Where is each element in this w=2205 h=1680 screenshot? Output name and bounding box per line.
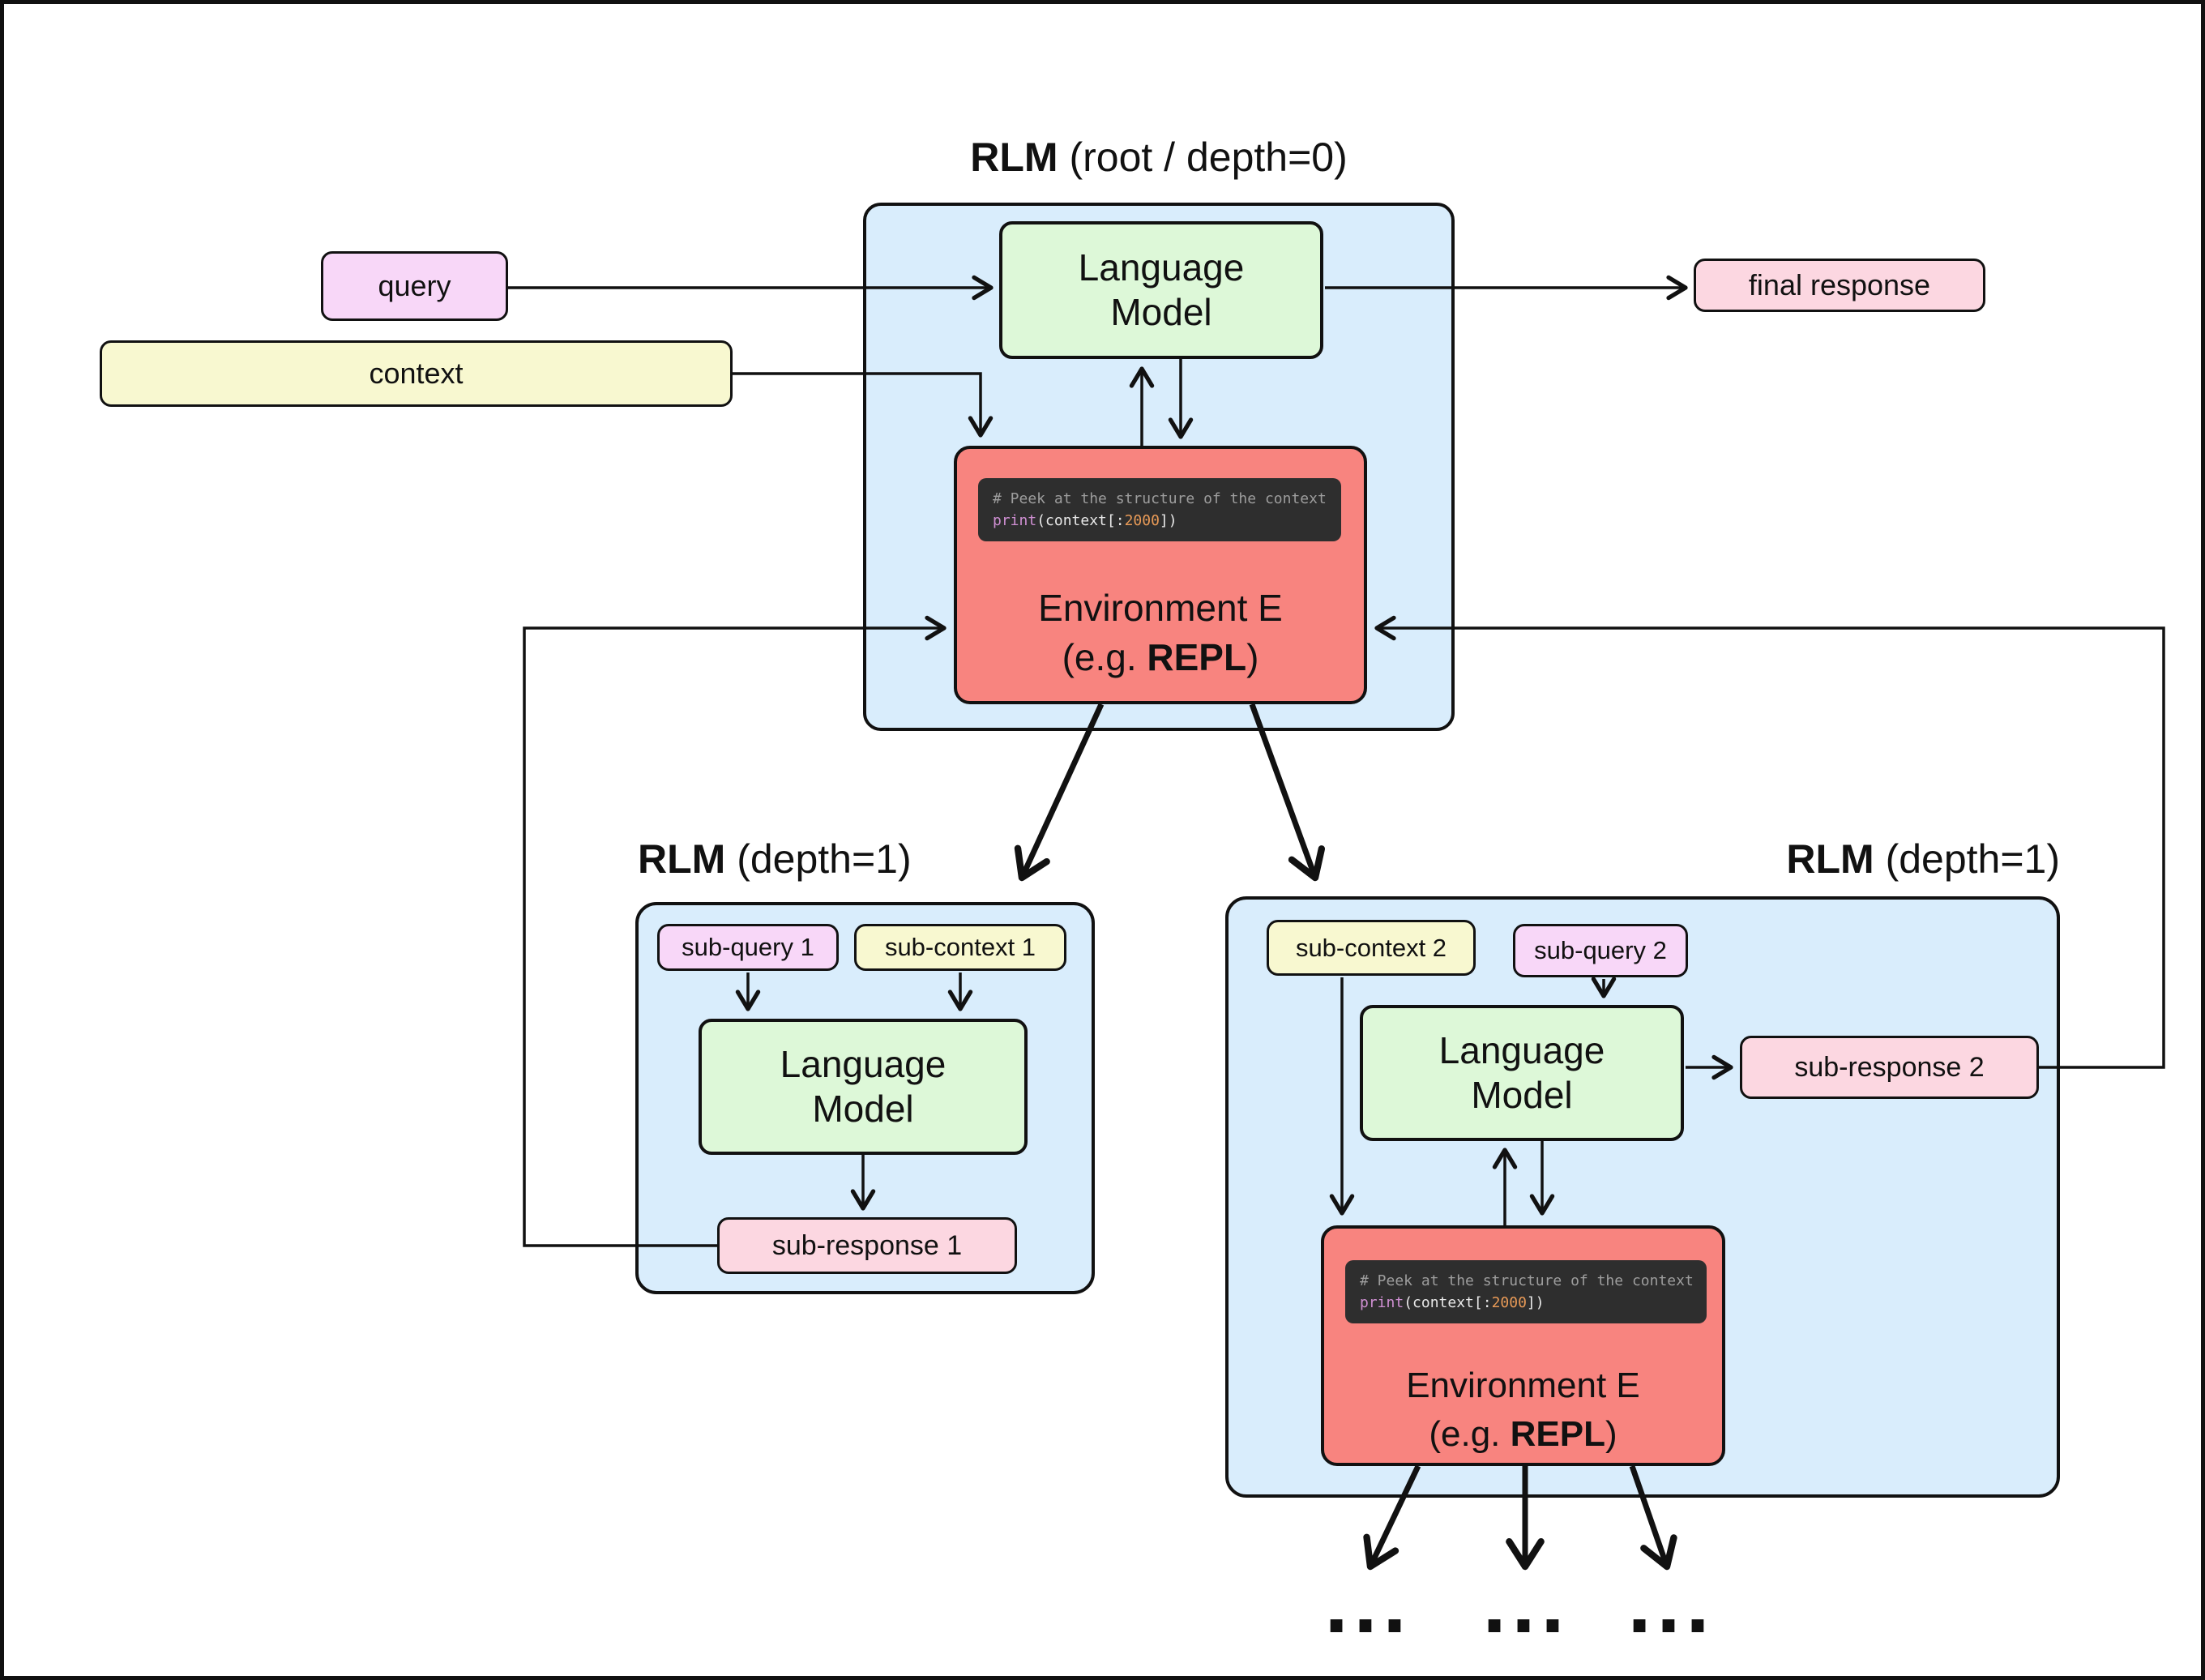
left-rlm-title: RLM (depth=1) <box>638 836 912 882</box>
sub-query-2-box: sub-query 2 <box>1513 924 1688 977</box>
code-snippet: # Peek at the structure of the context p… <box>1345 1260 1707 1323</box>
right-language-model-box: Language Model <box>1360 1005 1684 1141</box>
right-rlm-title: RLM (depth=1) <box>1786 836 2060 882</box>
recursion-ellipsis-2: ... <box>1481 1569 1569 1648</box>
recursion-ellipsis-3: ... <box>1626 1569 1714 1648</box>
context-box: context <box>100 340 733 407</box>
sub-response-2-box: sub-response 2 <box>1740 1036 2039 1099</box>
language-model-label: Language Model <box>1438 1028 1605 1116</box>
root-language-model-box: Language Model <box>999 221 1323 359</box>
root-environment-box: # Peek at the structure of the context p… <box>954 446 1367 704</box>
code-snippet: # Peek at the structure of the context p… <box>978 478 1341 541</box>
sub-context-2-box: sub-context 2 <box>1267 920 1476 976</box>
query-box: query <box>321 251 508 321</box>
sub-context-1-box: sub-context 1 <box>854 924 1066 971</box>
sub-response-1-box: sub-response 1 <box>717 1217 1017 1274</box>
environment-label: Environment E (e.g. REPL) <box>1038 587 1283 678</box>
language-model-label: Language Model <box>1078 246 1245 333</box>
environment-label: Environment E (e.g. REPL) <box>1406 1366 1640 1454</box>
root-rlm-title: RLM (root / depth=0) <box>970 135 1348 180</box>
recursion-ellipsis-1: ... <box>1323 1569 1411 1648</box>
sub-query-1-box: sub-query 1 <box>657 924 839 971</box>
right-environment-box: # Peek at the structure of the context p… <box>1321 1225 1725 1466</box>
final-response-box: final response <box>1694 259 1985 312</box>
language-model-label: Language Model <box>780 1042 947 1130</box>
left-language-model-box: Language Model <box>699 1019 1028 1155</box>
